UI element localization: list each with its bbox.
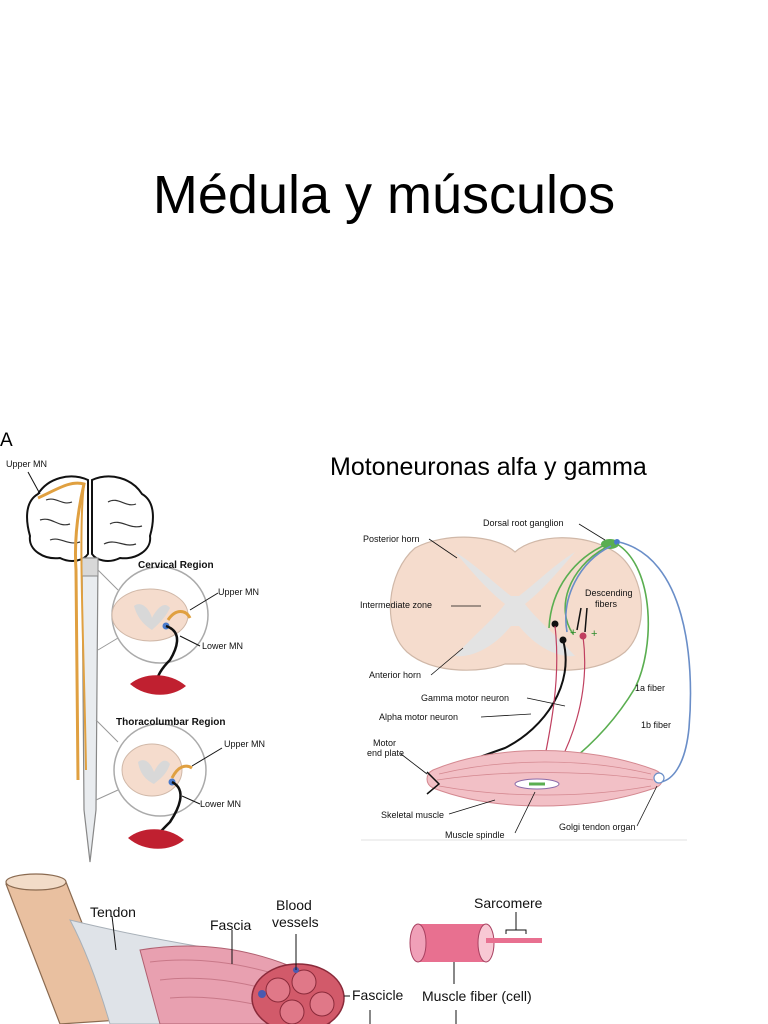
brain-right-hemisphere bbox=[91, 475, 154, 562]
label-skeletal-muscle: Skeletal muscle bbox=[381, 810, 444, 820]
label-motor-end-plate-1: Motor bbox=[373, 738, 396, 748]
svg-text:+: + bbox=[570, 627, 576, 639]
label-cervical-region: Cervical Region bbox=[138, 560, 214, 571]
label-anterior-horn: Anterior horn bbox=[369, 670, 421, 680]
label-dorsal-root-ganglion: Dorsal root ganglion bbox=[483, 518, 564, 528]
motor-neuron-figure: + + Dorsal root ganglion Posterior horn … bbox=[360, 518, 692, 841]
label-golgi-tendon-organ: Golgi tendon organ bbox=[559, 822, 636, 832]
panel-a-letter: A bbox=[0, 430, 13, 451]
gray-matter bbox=[455, 552, 575, 657]
label-blood-vessels-2: vessels bbox=[272, 914, 319, 930]
thoracolumbar-muscle bbox=[128, 829, 184, 849]
label-muscle-fiber: Muscle fiber (cell) bbox=[422, 988, 532, 1004]
label-thoracolumbar-upper-mn: Upper MN bbox=[224, 739, 265, 749]
motor-panel-heading: Motoneuronas alfa y gamma bbox=[330, 453, 647, 481]
label-fascicle: Fascicle bbox=[352, 987, 404, 1003]
muscle-anatomy-figure: Tendon Fascia Blood vessels Fascicle Sar… bbox=[5, 873, 543, 1024]
svg-text:+: + bbox=[591, 628, 597, 640]
fiber-1b bbox=[565, 541, 692, 783]
label-sarcomere: Sarcomere bbox=[474, 895, 543, 911]
skeletal-muscle bbox=[426, 750, 663, 807]
label-intermediate-zone: Intermediate zone bbox=[360, 600, 432, 610]
label-tendon: Tendon bbox=[90, 904, 136, 920]
label-posterior-horn: Posterior horn bbox=[363, 534, 420, 544]
label-alpha-motor-neuron: Alpha motor neuron bbox=[379, 712, 458, 722]
label-1a-fiber: 1a fiber bbox=[635, 683, 665, 693]
label-motor-end-plate-2: end plate bbox=[367, 748, 404, 758]
label-blood-vessels-1: Blood bbox=[276, 897, 312, 913]
label-cervical-upper-mn: Upper MN bbox=[218, 587, 259, 597]
cervical-muscle bbox=[130, 675, 186, 695]
label-thoracolumbar-region: Thoracolumbar Region bbox=[116, 717, 225, 728]
brain-spinal-cord-figure: Upper MN Cervical Region Upper MN Lower … bbox=[6, 459, 265, 863]
label-thoracolumbar-lower-mn: Lower MN bbox=[200, 799, 241, 809]
label-cervical-lower-mn: Lower MN bbox=[202, 641, 243, 651]
descending-fibers bbox=[576, 607, 588, 633]
label-1b-fiber: 1b fiber bbox=[641, 720, 671, 730]
muscle-fiber bbox=[418, 924, 486, 962]
label-descending-fibers-2: fibers bbox=[595, 599, 618, 609]
label-fascia: Fascia bbox=[210, 917, 251, 933]
label-descending-fibers-1: Descending bbox=[585, 588, 633, 598]
label-upper-mn-top: Upper MN bbox=[6, 459, 47, 469]
label-muscle-spindle: Muscle spindle bbox=[445, 830, 505, 840]
slide-title: Médula y músculos bbox=[152, 165, 616, 225]
label-gamma-motor-neuron: Gamma motor neuron bbox=[421, 693, 509, 703]
myofibril bbox=[486, 938, 542, 943]
